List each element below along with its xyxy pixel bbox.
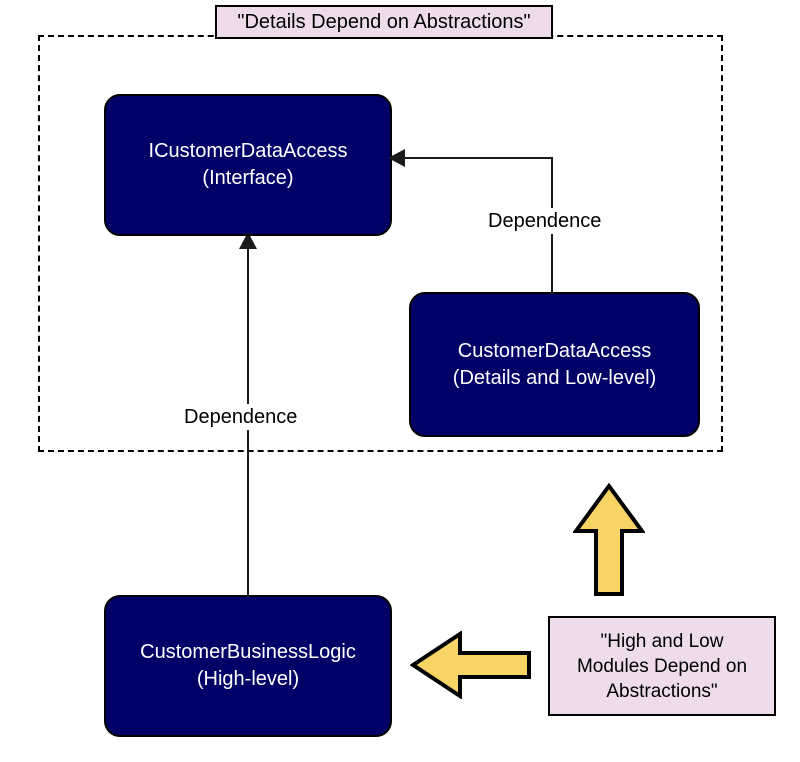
title-note: "Details Depend on Abstractions" (215, 5, 553, 39)
node-customerdataaccess[interactable]: CustomerDataAccess (Details and Low-leve… (409, 292, 700, 437)
bottom-note-line-3: Abstractions" (606, 680, 718, 702)
node-customerdataaccess-name: CustomerDataAccess (457, 339, 652, 362)
node-icustomerdataaccess-stereotype: (Interface) (202, 167, 294, 189)
bottom-note-line-2: Modules Depend on (576, 655, 748, 677)
edge-label-dependence-businesslogic: Dependence (180, 404, 302, 430)
arrowhead-up-icon (239, 232, 257, 249)
arrowhead-left-icon (388, 149, 405, 167)
node-customerbusinesslogic-stereotype: (High-level) (196, 668, 300, 690)
node-icustomerdataaccess-name: ICustomerDataAccess (148, 140, 348, 162)
block-arrow-left-icon (410, 631, 532, 699)
node-customerdataaccess-stereotype: (Details and Low-level) (452, 366, 657, 389)
node-icustomerdataaccess[interactable]: ICustomerDataAccess (Interface) (104, 94, 392, 236)
node-customerbusinesslogic[interactable]: CustomerBusinessLogic (High-level) (104, 595, 392, 737)
node-customerbusinesslogic-name: CustomerBusinessLogic (140, 641, 356, 663)
bottom-note-line-1: "High and Low (600, 630, 724, 652)
bottom-note: "High and Low Modules Depend on Abstract… (548, 616, 776, 716)
block-arrow-up-icon (573, 483, 645, 597)
edge-label-dependence-dataaccess: Dependence (484, 208, 606, 234)
connector-dataaccess-horizontal (400, 157, 553, 159)
